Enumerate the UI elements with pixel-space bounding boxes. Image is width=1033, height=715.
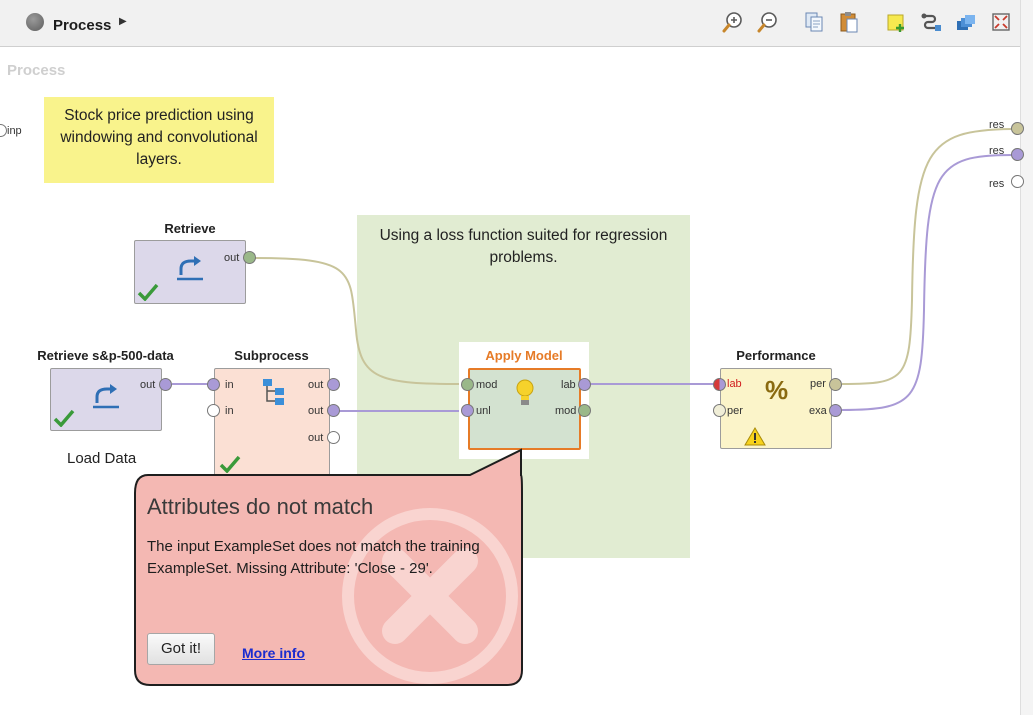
result-port-label-2: res: [989, 145, 1005, 157]
apply-model-unl-label: unl: [476, 405, 491, 417]
auto-wire-icon[interactable]: [920, 10, 942, 34]
subprocess-title: Subprocess: [234, 348, 309, 363]
process-toolbar: Process ▶: [0, 0, 1020, 47]
performance-per-out-label: per: [810, 378, 826, 390]
breadcrumb-process[interactable]: Process: [53, 17, 112, 34]
subprocess-out-label-1: out: [308, 379, 324, 391]
breadcrumb-expand-icon[interactable]: ▶: [119, 16, 127, 27]
apply-model-lab-port[interactable]: [578, 378, 591, 391]
zoom-in-icon[interactable]: [722, 10, 744, 34]
performance-exa-port[interactable]: [829, 404, 842, 417]
result-port-3[interactable]: [1011, 175, 1024, 188]
result-port-label-3: res: [989, 178, 1005, 190]
result-port-label-1: res: [989, 119, 1005, 131]
retrieve-out-label: out: [224, 252, 240, 264]
retrieve-operator[interactable]: out: [134, 240, 246, 304]
zoom-out-icon[interactable]: [757, 10, 779, 34]
layers-icon[interactable]: [955, 10, 977, 34]
error-popup: Attributes do not match The input Exampl…: [130, 448, 530, 690]
got-it-button[interactable]: Got it!: [147, 633, 215, 665]
retrieve-out-port[interactable]: [243, 251, 256, 264]
subprocess-out-label-2: out: [308, 405, 324, 417]
copy-icon[interactable]: [803, 10, 825, 34]
subprocess-out-port-1[interactable]: [327, 378, 340, 391]
more-info-link[interactable]: More info: [242, 645, 305, 661]
apply-model-mod-out-label: mod: [555, 405, 577, 417]
subprocess-in-port-2[interactable]: [207, 404, 220, 417]
result-port-1[interactable]: [1011, 122, 1024, 135]
retrieve-icon: [93, 384, 119, 409]
add-note-icon[interactable]: [885, 10, 907, 34]
performance-per-out-port[interactable]: [829, 378, 842, 391]
lightbulb-icon: [516, 379, 534, 405]
error-x-watermark-icon: [342, 508, 518, 684]
process-breadcrumb-icon[interactable]: [26, 13, 44, 31]
retrieve-title: Retrieve: [164, 221, 216, 236]
performance-operator[interactable]: % lab per per exa: [720, 368, 832, 449]
apply-model-mod-port[interactable]: [461, 378, 474, 391]
apply-model-mod-label: mod: [476, 379, 498, 391]
retrieve-sp-out-port[interactable]: [159, 378, 172, 391]
success-check-icon: [137, 283, 159, 301]
subprocess-out-port-3[interactable]: [327, 431, 340, 444]
success-check-icon: [53, 409, 75, 427]
subprocess-out-label-3: out: [308, 432, 324, 444]
subprocess-in-label-2: in: [225, 405, 234, 417]
paste-icon[interactable]: [838, 10, 860, 34]
performance-exa-label: exa: [809, 405, 827, 417]
apply-model-mod-out-port[interactable]: [578, 404, 591, 417]
apply-model-title: Apply Model: [485, 348, 563, 363]
subprocess-in-port-1[interactable]: [207, 378, 220, 391]
success-check-icon: [219, 455, 241, 473]
retrieve-icon: [177, 256, 203, 281]
error-title: Attributes do not match: [147, 494, 374, 519]
result-port-2[interactable]: [1011, 148, 1024, 161]
performance-title: Performance: [736, 348, 816, 363]
percent-icon: %: [765, 375, 789, 405]
regression-note-text: Using a loss function suited for regress…: [379, 227, 668, 266]
retrieve-sp-title: Retrieve s&p-500-data: [37, 348, 174, 363]
title-note[interactable]: Stock price prediction using windowing a…: [44, 97, 274, 183]
retrieve-sp-out-label: out: [140, 379, 156, 391]
warning-icon: [744, 427, 766, 446]
load-data-label: Load Data: [67, 450, 137, 467]
fit-view-icon[interactable]: [990, 10, 1012, 34]
subprocess-in-label-1: in: [225, 379, 234, 391]
vertical-scrollbar[interactable]: [1020, 0, 1033, 715]
performance-lab-port[interactable]: [713, 378, 726, 391]
process-input-label: inp: [7, 125, 22, 137]
subprocess-out-port-2[interactable]: [327, 404, 340, 417]
subprocess-tree-icon: [263, 379, 284, 405]
error-message: The input ExampleSet does not match the …: [147, 538, 480, 577]
canvas-title: Process: [7, 62, 66, 79]
apply-model-lab-label: lab: [561, 379, 576, 391]
performance-per-in-port[interactable]: [713, 404, 726, 417]
performance-lab-label: lab: [727, 378, 742, 390]
apply-model-unl-port[interactable]: [461, 404, 474, 417]
performance-per-in-label: per: [727, 405, 743, 417]
apply-model-operator[interactable]: mod unl lab mod: [468, 368, 581, 450]
retrieve-sp-operator[interactable]: out: [50, 368, 162, 431]
error-popup-bubble: [134, 448, 523, 686]
